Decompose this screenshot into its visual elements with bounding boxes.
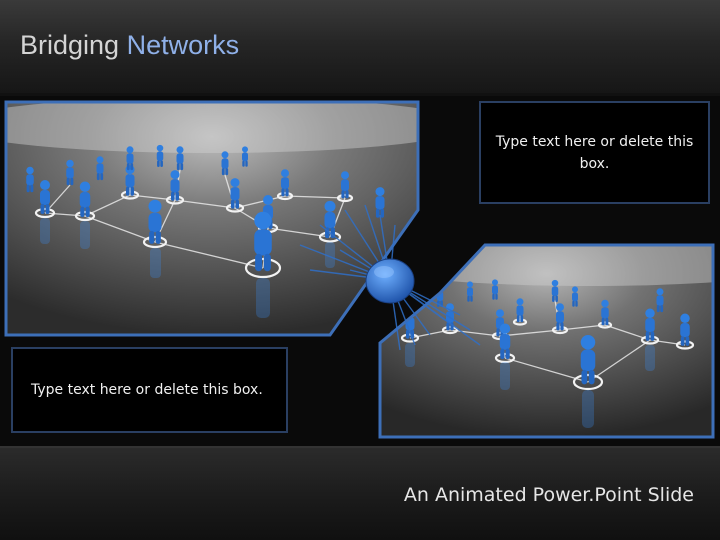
- title-accent-text: Networks: [126, 30, 240, 60]
- title-text: Bridging: [20, 30, 127, 60]
- right-network-panel: [378, 243, 715, 439]
- text-placeholder-box-bottom[interactable]: Type text here or delete this box.: [11, 347, 288, 433]
- left-network-panel: [4, 100, 420, 337]
- slide-title: Bridging Networks: [20, 30, 239, 61]
- text-placeholder-bottom: Type text here or delete this box.: [31, 382, 263, 398]
- hub-icon: [365, 258, 415, 304]
- title-band: Bridging Networks: [0, 0, 720, 96]
- text-placeholder-box-top[interactable]: Type text here or delete this box.: [479, 101, 710, 204]
- footer-band: An Animated Power.Point Slide: [0, 446, 720, 540]
- footer-caption: An Animated Power.Point Slide: [403, 484, 694, 506]
- text-placeholder-top: Type text here or delete this box.: [495, 133, 694, 172]
